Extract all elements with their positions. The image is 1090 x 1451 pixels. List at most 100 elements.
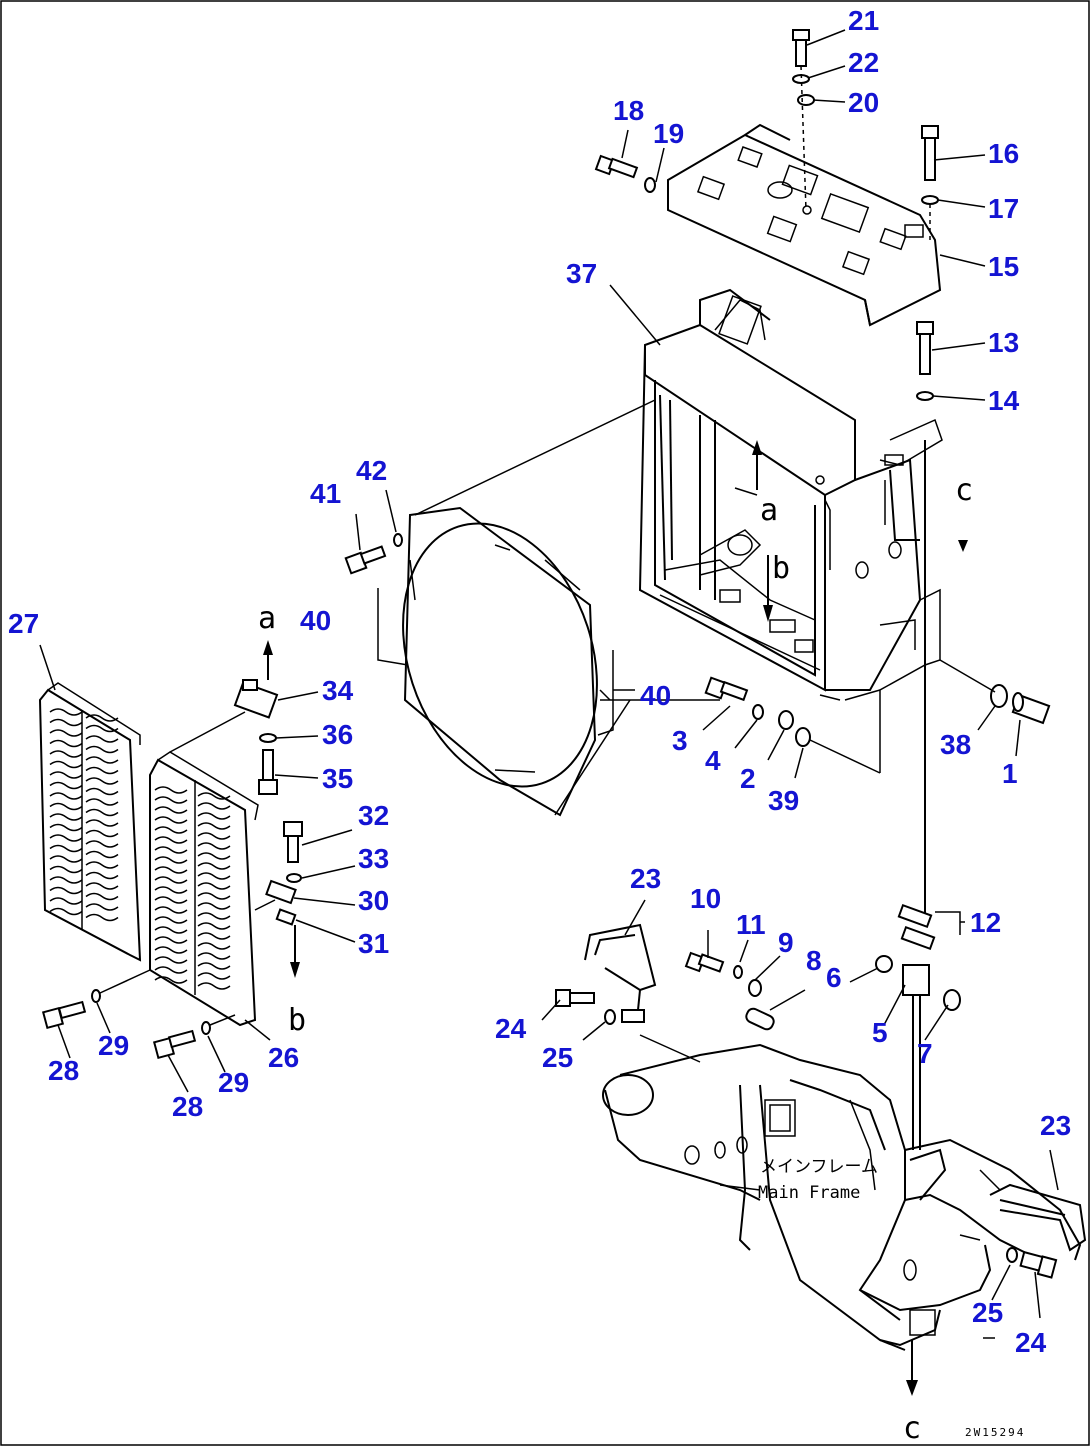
- callout-12: 12: [970, 907, 1001, 938]
- washer-part-29-b: [201, 1021, 211, 1035]
- reference-letter-a-left: a: [258, 601, 276, 636]
- reference-letter-c-bottom: c: [903, 1411, 921, 1446]
- callout-34: 34: [322, 675, 354, 706]
- main-frame-label-jp: メインフレーム: [760, 1157, 878, 1177]
- louver-slat: [154, 796, 231, 810]
- louver-slat: [49, 886, 119, 901]
- louver-slat: [49, 823, 119, 838]
- callout-22: 22: [848, 47, 879, 78]
- louver-slat: [154, 896, 231, 910]
- callout-29-a: 29: [98, 1030, 129, 1061]
- callout-16: 16: [988, 138, 1019, 169]
- bolt-part-24-a: [555, 989, 595, 1007]
- louver-slat: [49, 739, 119, 754]
- reference-letter-a-top: a: [760, 493, 778, 528]
- louver-slat: [49, 907, 119, 922]
- bolt-part-18: [594, 154, 639, 179]
- pin-part-1: [1011, 692, 1051, 725]
- callouts: 21 22 20 18 19 16 17 15 37 13 14 41 42 2…: [8, 5, 1071, 1358]
- callout-37: 37: [566, 258, 597, 289]
- radiator-guard-part-37: [638, 288, 943, 692]
- main-frame: [602, 1043, 1082, 1351]
- callout-23-left: 23: [630, 863, 661, 894]
- bushing-part-9: [748, 979, 762, 997]
- callout-31: 31: [358, 928, 389, 959]
- washer-part-11: [733, 965, 743, 979]
- reference-letter-c-top: c: [955, 473, 973, 508]
- louver-slat: [49, 844, 119, 859]
- arrow-c-top: [958, 540, 968, 552]
- louver-slat: [154, 926, 231, 940]
- arrow-b-top: [763, 555, 773, 622]
- side-grill-part-27: [38, 682, 142, 962]
- callout-18: 18: [613, 95, 644, 126]
- reference-letter-b-left: b: [288, 1003, 306, 1038]
- callout-17: 17: [988, 193, 1019, 224]
- louver-slat: [49, 781, 119, 796]
- louver-slat: [154, 876, 231, 890]
- washer-part-36: [259, 733, 277, 743]
- callout-42: 42: [356, 455, 387, 486]
- louver-slat: [49, 729, 119, 743]
- louver-slat: [154, 786, 231, 800]
- callout-13: 13: [988, 327, 1019, 358]
- louver-slat: [49, 771, 119, 785]
- callout-27: 27: [8, 608, 39, 639]
- callout-9: 9: [778, 927, 794, 958]
- louver-slat: [49, 760, 119, 775]
- callout-23-right: 23: [1040, 1110, 1071, 1141]
- bracket-part-23-a: [584, 923, 657, 1023]
- callout-29-b: 29: [218, 1067, 249, 1098]
- bolt-part-24-b: [1019, 1250, 1058, 1279]
- callout-26: 26: [268, 1042, 299, 1073]
- louver-slat: [154, 956, 231, 970]
- callout-40-lower: 40: [640, 680, 671, 711]
- bolt-part-35: [258, 749, 278, 795]
- callout-35: 35: [322, 763, 353, 794]
- callout-33: 33: [358, 843, 389, 874]
- arrow-a-top: [734, 440, 762, 496]
- arrow-c-bottom: [906, 1340, 918, 1396]
- arrow-b-left: [290, 925, 300, 978]
- bracket-part-23-b: [989, 1183, 1087, 1252]
- top-cover-part-15: [667, 123, 942, 327]
- bolt-part-16: [921, 125, 939, 181]
- louver-slat: [49, 865, 119, 880]
- louver-slat: [154, 946, 231, 960]
- louver-slat: [49, 750, 119, 764]
- louver-slat: [154, 846, 231, 860]
- callout-14: 14: [988, 385, 1020, 416]
- bushing-part-39: [795, 727, 811, 747]
- washer-part-29-a: [91, 989, 101, 1003]
- washer-part-42: [393, 533, 403, 547]
- louver-slat: [154, 816, 231, 830]
- fan-shroud-part-40: [402, 506, 598, 817]
- callout-21: 21: [848, 5, 879, 36]
- bolt-part-3: [704, 676, 749, 702]
- callout-25-right: 25: [972, 1297, 1003, 1328]
- louver-slat: [49, 802, 119, 817]
- mount-part-5: [902, 964, 930, 996]
- callout-30: 30: [358, 885, 389, 916]
- nut-part-6: [875, 955, 893, 973]
- louver-slat: [49, 813, 119, 827]
- callout-40-upper: 40: [300, 605, 331, 636]
- bracket-part-34: [233, 679, 279, 719]
- callout-36: 36: [322, 719, 353, 750]
- louver-slat: [49, 718, 119, 733]
- louver-slat: [154, 866, 231, 880]
- callout-10: 10: [690, 883, 721, 914]
- louver-slat: [154, 826, 231, 840]
- washer-part-17: [921, 195, 939, 205]
- louver-slat: [49, 708, 119, 722]
- louver-slat: [154, 886, 231, 900]
- bolt-part-32: [283, 821, 303, 863]
- bushing-part-38: [990, 684, 1008, 708]
- louver-slat: [49, 876, 119, 890]
- leader-lines: [39, 29, 1059, 1339]
- callout-4: 4: [705, 745, 721, 776]
- louver-slat: [154, 916, 231, 930]
